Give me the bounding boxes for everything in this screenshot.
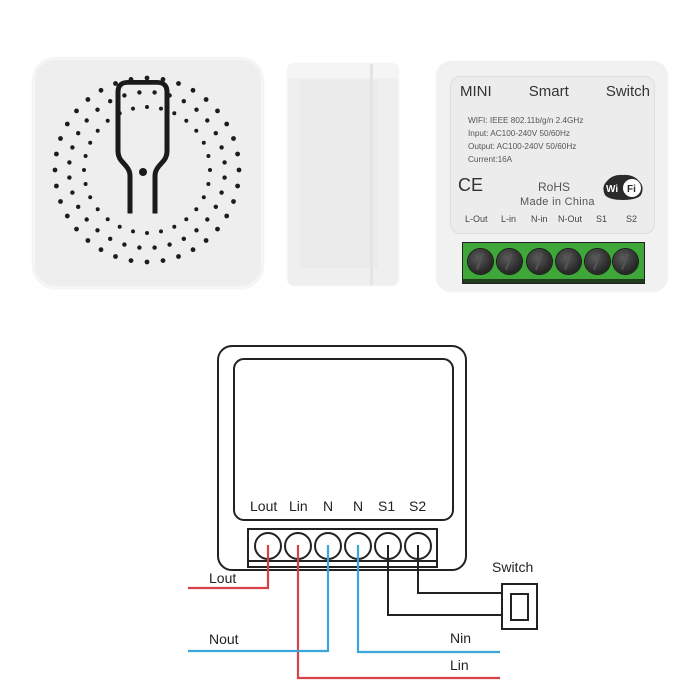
wifi-logo-icon: Wi Fi: [603, 174, 643, 200]
rohs-mark: RoHS: [538, 180, 571, 194]
diagram-terminal-label: Lout: [250, 498, 278, 514]
wifi-logo-fi: Fi: [627, 184, 636, 195]
module-outline: [217, 345, 467, 571]
title-switch: Switch: [605, 83, 650, 100]
wifi-logo-wi: Wi: [606, 184, 618, 195]
spec-input: Input: AC100-240V 50/60Hz: [468, 129, 570, 138]
terminal-label: N-in: [531, 214, 548, 224]
diagram-terminal-label: Lin: [289, 498, 308, 514]
pairing-button-icon: [115, 80, 170, 214]
terminal-label: L-in: [501, 214, 517, 224]
title-mini: MINI: [460, 83, 492, 100]
wire-nout: [188, 545, 330, 653]
terminal-label: S2: [626, 214, 638, 224]
wire-label-lout: Lout: [209, 570, 237, 586]
wire-label-switch: Switch: [492, 559, 534, 575]
product-title: MINI Smart Switch: [460, 83, 650, 100]
terminal-screw-icon: [585, 249, 610, 274]
terminal-screw-icon: [556, 249, 581, 274]
terminal-screw-icon: [497, 249, 522, 274]
diagram-terminal-label: S1: [378, 498, 396, 514]
switch-symbol-icon: [501, 583, 538, 630]
wire-s2: [417, 545, 502, 594]
terminal-label: N-Out: [558, 214, 583, 224]
made-in-china: Made in China: [520, 196, 595, 208]
device-front-photo: [33, 58, 263, 288]
terminal-screw-icon: [613, 249, 638, 274]
spec-current: Current:16A: [468, 155, 513, 164]
terminal-screw-icon: [527, 249, 552, 274]
diagram-terminal-label: S2: [409, 498, 427, 514]
terminal-screw-icon: [468, 249, 493, 274]
green-terminal-block: [462, 242, 645, 284]
wire-lout: [188, 545, 270, 590]
wire-lin: [296, 545, 500, 680]
device-spec-label: [450, 76, 655, 234]
wire-s1: [387, 545, 502, 616]
terminal-label: S1: [596, 214, 608, 224]
diagram-terminal-label: N: [353, 498, 364, 514]
terminal-label: L-Out: [465, 214, 488, 224]
wire-label-nout: Nout: [209, 631, 239, 647]
wire-label-lin: Lin: [450, 657, 469, 673]
title-smart: Smart: [528, 83, 569, 100]
ce-mark: CE: [458, 175, 484, 195]
device-side-seam: [370, 64, 373, 285]
spec-wifi: WIFI: IEEE 802.11b/g/n 2.4GHz: [468, 116, 584, 125]
wire-label-nin: Nin: [450, 630, 472, 646]
spec-output: Output: AC100-240V 50/60Hz: [468, 142, 577, 151]
wire-nin: [356, 545, 500, 654]
module-inner-outline: [233, 358, 454, 521]
device-side-face: [300, 80, 378, 268]
diagram-terminal-label: N: [323, 498, 334, 514]
